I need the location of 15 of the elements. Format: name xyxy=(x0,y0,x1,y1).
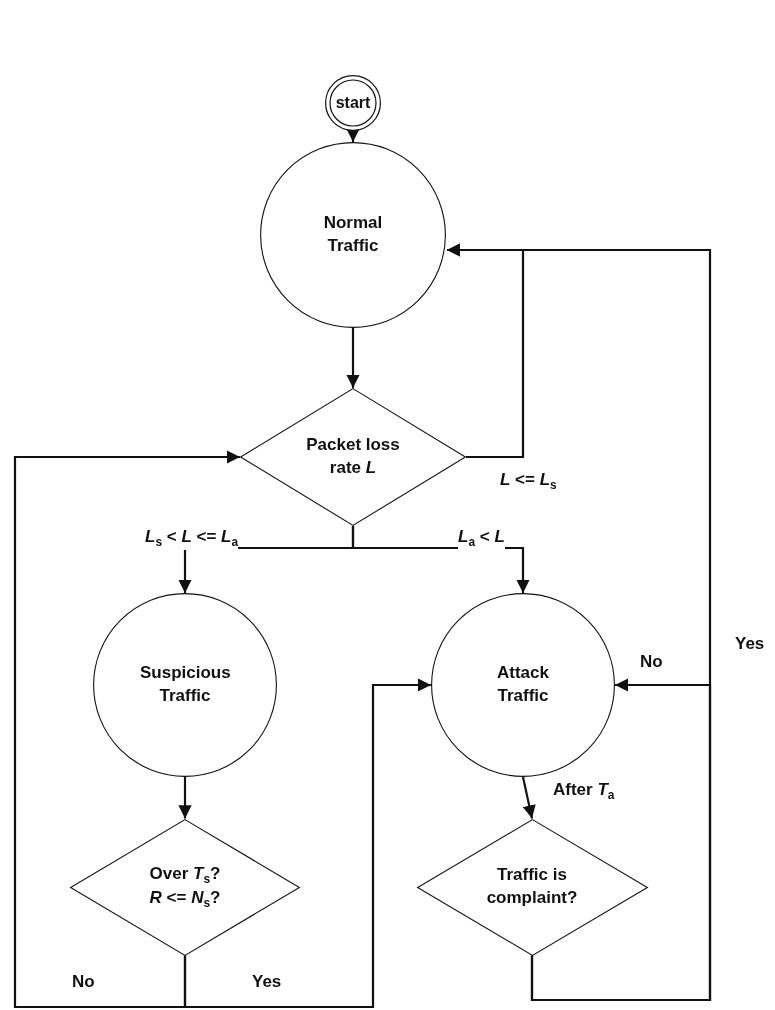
node-label: Suspicious Traffic xyxy=(140,662,230,707)
node-label: Attack Traffic xyxy=(496,662,550,707)
node-label: Over T$_{s}$? R <= N$_{s}$? xyxy=(148,862,222,912)
node-label: Traffic is complaint? xyxy=(485,864,579,909)
arrow xyxy=(447,243,712,1002)
arrow xyxy=(346,328,360,388)
arrow xyxy=(13,450,240,1009)
arrow xyxy=(183,678,431,1009)
node-label: Normal Traffic xyxy=(322,212,384,257)
edge-label: L$_{a}$ < L xyxy=(458,527,505,550)
arrow xyxy=(521,776,536,819)
node-label: Packet loss rate L xyxy=(305,434,401,479)
node-label: start xyxy=(334,93,372,114)
arrow xyxy=(178,777,192,819)
edge-label: L$_{s}$ < L <= L$_{a}$ xyxy=(145,527,239,550)
